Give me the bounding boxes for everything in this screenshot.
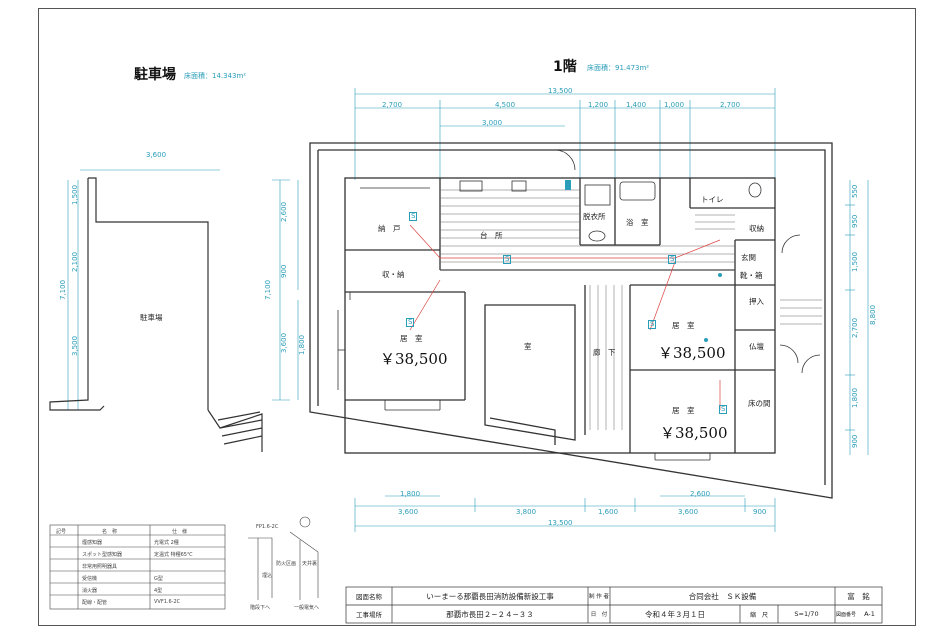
dimension-label: 2,600 [280,201,288,222]
room-label-butsudan: 仏壇 [749,342,764,351]
room-label-hall: 廊 下 [593,348,616,357]
dimension-label: 1,800 [400,490,421,498]
legend-spec: 光電式 2種 [154,540,179,546]
room-label-bath: 浴 室 [626,218,649,227]
legend-name: 受信機 [82,576,98,582]
dimension-label: 550 [851,184,859,198]
room-label-toilet: トイレ [701,195,724,204]
parking-area-label: 床面積：14.343m² [184,72,247,80]
titleblock-drawing-name: いーまーる那覇長田消防設備新設工事 [426,591,554,601]
dimension-label: 1,500 [851,251,859,272]
dimension-label: 2,700 [382,101,403,109]
dimension-label: 1,600 [598,508,619,516]
room-label-center: 室 [524,342,532,351]
room-label-storage: 納 戸 [378,224,401,233]
room-label-shoebox: 靴・箱 [740,271,763,280]
legend-spec: 定温式 特種65℃ [154,552,193,558]
dimension-label: 3,000 [482,119,503,127]
legend-header: 仕 様 [172,529,188,535]
dimension-label: 1,000 [664,101,685,109]
legend-name: 消火器 [82,588,98,594]
dimension-label: 3,600 [280,332,288,353]
room-label-oshiire: 押入 [749,297,764,306]
titleblock-scale-label: 縮 尺 [749,611,768,619]
dimension-label: 4,500 [495,101,516,109]
titleblock-title-label: 富 銘 [847,591,870,601]
dimension-label: 900 [851,434,859,448]
dimension-label: 2,100 [71,251,79,272]
room-label-closet-small: 収・納 [382,270,405,279]
price-label-living-left: ￥38,500 [380,350,448,368]
dimension-label: 3,600 [146,151,167,159]
dimension-label: 900 [753,508,767,516]
dimension-label: 3,600 [398,508,419,516]
detail-label: 階段下へ [250,605,271,611]
dimension-label: 8,800 [869,304,877,325]
dimension-label: 7,100 [264,279,272,300]
dimension-label: 3,800 [516,508,537,516]
room-label-kitchen: 台 所 [480,231,503,240]
detail-label: 防火区画 [276,561,297,567]
price-label-living-right-bottom: ￥38,500 [660,424,728,442]
dimension-label: 7,100 [59,279,67,300]
dimension-label: 13,500 [548,87,573,95]
dimension-label: 1,200 [588,101,609,109]
titleblock-maker-label: 制 作 者 [589,594,609,600]
price-label-living-right-top: ￥38,500 [658,344,726,362]
smoke-detector-icon: S [668,255,677,264]
room-label-closet: 収納 [749,224,764,233]
titleblock-sheet-label: 図面番号 [835,611,856,618]
legend-spec: G型 [154,576,163,582]
drawing-sheet [38,8,916,626]
titleblock-maker: 合同会社 ＳＫ設備 [688,591,757,601]
smoke-detector-icon: S [409,212,418,221]
dimension-label: 1,800 [298,334,306,355]
smoke-detector-icon: S [503,255,512,264]
legend-spec: VVF1.6-2C [154,599,181,605]
dimension-label: 950 [851,214,859,228]
titleblock-drawing-name-label: 図面名称 [356,593,382,601]
detail-label: FP1.6-2C [256,524,279,530]
smoke-detector-icon: S [406,318,415,327]
titleblock-site: 那覇市長田２−２４−３３ [446,609,534,619]
dimension-label: 13,500 [548,519,573,527]
floor-area-label: 床面積：91.473m² [587,64,650,72]
legend-spec: 4型 [154,588,163,594]
room-label-dressing: 脱衣所 [583,212,606,221]
titleblock-site-label: 工事場所 [356,611,382,619]
room-label-living-right-bottom: 居 室 [672,406,695,415]
dimension-label: 2,700 [851,317,859,338]
room-label-tokonoma: 床の間 [748,399,771,408]
dimension-label: 3,500 [71,335,79,356]
room-label-entrance: 玄関 [741,253,756,262]
detail-label: 一般電気へ [294,605,320,611]
titleblock-scale: S=1/70 [794,610,819,618]
detail-label: 埋込 [262,573,273,579]
smoke-detector-icon: S [719,405,728,414]
legend-header: 名 称 [102,529,118,535]
legend-name: 非常用照明器具 [82,564,118,570]
dimension-label: 2,600 [690,490,711,498]
dimension-label: 1,400 [626,101,647,109]
dimension-label: 900 [280,264,288,278]
room-label-living-right-top: 居 室 [672,321,695,330]
legend-name: 煙感知器 [82,540,103,546]
legend-name: スポット型感知器 [82,552,123,558]
parking-title: 駐車場 [134,67,176,83]
dimension-label: 1,500 [71,184,79,205]
titleblock-sheet: A-1 [864,610,875,618]
dimension-label: 2,700 [720,101,741,109]
floor-title: 1階 [553,59,577,75]
detail-label: 天井裏 [302,561,318,567]
dimension-label: 1,800 [851,387,859,408]
titleblock-date-label: 日 付 [590,612,608,618]
room-label-living-left: 居 室 [400,334,423,343]
legend-header: 記号 [56,529,67,535]
titleblock-date: 令和４年３月１日 [645,609,705,619]
smoke-detector-icon: S [648,320,657,329]
legend-name: 配線・配管 [82,600,108,606]
room-label-parking: 駐車場 [140,313,163,322]
dimension-label: 3,600 [678,508,699,516]
